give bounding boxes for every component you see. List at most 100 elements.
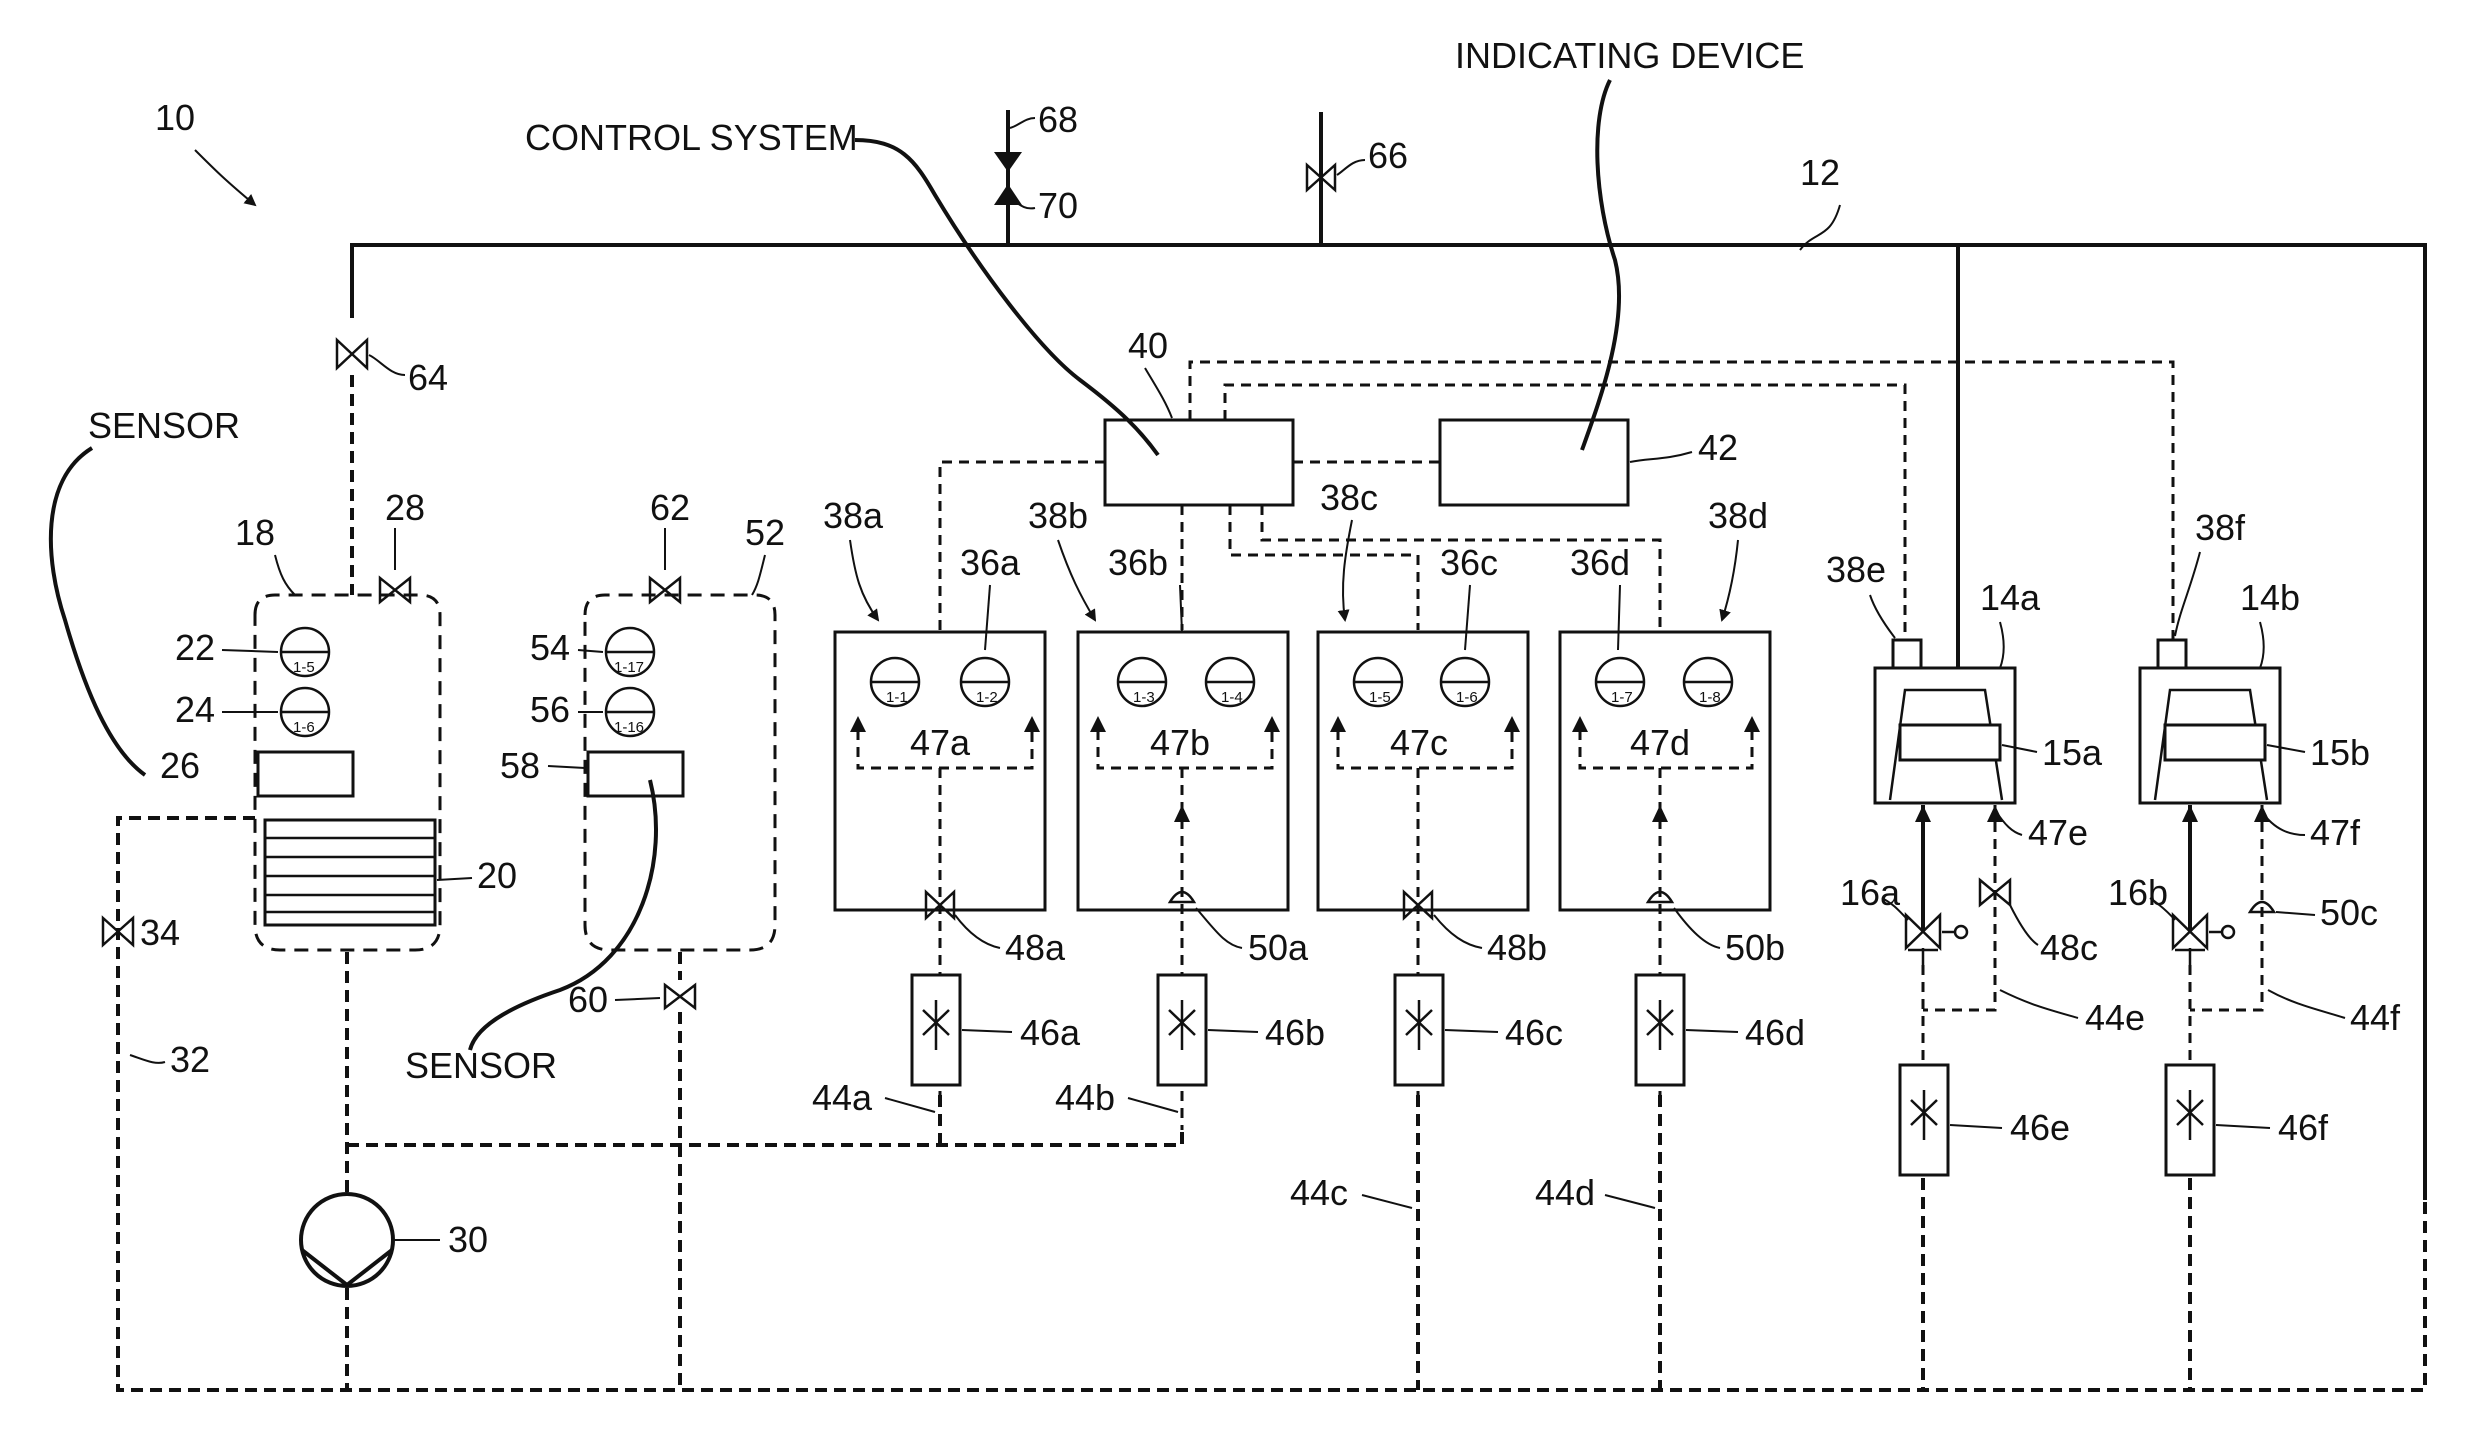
label-46c: 46c	[1505, 1012, 1563, 1053]
label-47c: 47c	[1390, 722, 1448, 763]
control-unit-40: 40	[1105, 325, 1293, 505]
label-44d: 44d	[1535, 1172, 1595, 1213]
label-50c: 50c	[2320, 892, 2378, 933]
gauge-56-tag: 1-16	[614, 719, 644, 736]
label-36a: 36a	[960, 542, 1021, 583]
gauge-4-tag: 1-4	[1221, 689, 1243, 706]
label-66: 66	[1368, 135, 1408, 176]
label-62: 62	[650, 487, 690, 528]
callout-control-system: CONTROL SYSTEM	[525, 117, 1158, 455]
label-40: 40	[1128, 325, 1168, 366]
label-38c: 38c	[1320, 477, 1378, 518]
label-48c: 48c	[2040, 927, 2098, 968]
label-24: 24	[175, 689, 215, 730]
gauge-1-tag: 1-1	[886, 689, 908, 706]
label-68: 68	[1038, 99, 1078, 140]
valve-68-70[interactable]: 68 70	[994, 99, 1078, 245]
label-16a: 16a	[1840, 872, 1901, 913]
label-36d: 36d	[1570, 542, 1630, 583]
label-58: 58	[500, 745, 540, 786]
gauge-7-tag: 1-7	[1611, 689, 1633, 706]
gauge-8-tag: 1-8	[1699, 689, 1721, 706]
label-48b: 48b	[1487, 927, 1547, 968]
label-54: 54	[530, 627, 570, 668]
label-52: 52	[745, 512, 785, 553]
unit-14b: 38f 14b 15b 47f 16b 46f 50c 44f	[2108, 507, 2401, 1175]
label-47d: 47d	[1630, 722, 1690, 763]
tank-52: 52 62 1-17 1-16 54 56 58 60	[500, 487, 785, 1020]
label-44f: 44f	[2350, 997, 2401, 1038]
label-38f: 38f	[2195, 507, 2246, 548]
sensor-callout-curve-2	[470, 780, 656, 1050]
figure-arrow	[195, 150, 255, 205]
label-12: 12	[1800, 152, 1840, 193]
figure-reference: 10	[155, 97, 255, 205]
indicating-device-curve	[1582, 80, 1619, 450]
gauge-54-tag: 1-17	[614, 659, 644, 676]
tank-18: 18 28 1-5 1-6 22 24 26 20	[160, 487, 517, 950]
label-26: 26	[160, 745, 200, 786]
label-38b: 38b	[1028, 495, 1088, 536]
control-system-text: CONTROL SYSTEM	[525, 117, 858, 158]
control-box-40	[1105, 420, 1293, 505]
gauge-6-tag: 1-6	[1456, 689, 1478, 706]
label-64: 64	[408, 357, 448, 398]
label-70: 70	[1038, 185, 1078, 226]
label-15b: 15b	[2310, 732, 2370, 773]
sensor-callout-bottom: SENSOR	[405, 780, 656, 1086]
label-38d: 38d	[1708, 495, 1768, 536]
label-46d: 46d	[1745, 1012, 1805, 1053]
gauge-5-tag: 1-5	[1369, 689, 1391, 706]
gauge-3-tag: 1-3	[1133, 689, 1155, 706]
label-30: 30	[448, 1219, 488, 1260]
label-15a: 15a	[2042, 732, 2103, 773]
label-18: 18	[235, 512, 275, 553]
label-47a: 47a	[910, 722, 971, 763]
valve-60	[665, 985, 695, 1008]
valve-66[interactable]: 66	[1307, 112, 1408, 245]
label-16b: 16b	[2108, 872, 2168, 913]
label-44b: 44b	[1055, 1077, 1115, 1118]
label-50b: 50b	[1725, 927, 1785, 968]
label-47b: 47b	[1150, 722, 1210, 763]
label-46b: 46b	[1265, 1012, 1325, 1053]
label-47e: 47e	[2028, 812, 2088, 853]
label-14b: 14b	[2240, 577, 2300, 618]
label-46e: 46e	[2010, 1107, 2070, 1148]
label-50a: 50a	[1248, 927, 1309, 968]
label-46a: 46a	[1020, 1012, 1081, 1053]
sensor-58-box	[588, 752, 683, 796]
label-34: 34	[140, 912, 180, 953]
valve-48c	[1980, 880, 2010, 905]
label-38a: 38a	[823, 495, 884, 536]
indicating-device-text: INDICATING DEVICE	[1455, 35, 1804, 76]
unit-14a: 38e 14a 15a 47e 16a 46e 48c 44e	[1826, 549, 2145, 1175]
valve-34	[103, 918, 133, 945]
unit-38d: 38d 36d 1-7 1-8 47d 50b 46d 44d	[1535, 495, 1805, 1213]
gauge-2-tag: 1-2	[976, 689, 998, 706]
pump-30: 30	[301, 1194, 488, 1286]
label-44a: 44a	[812, 1077, 873, 1118]
valve-62	[650, 578, 680, 602]
label-38e: 38e	[1826, 549, 1886, 590]
coil-20	[265, 820, 435, 925]
unit-38c: 38c 36c 1-5 1-6 47c 48b 46c 44c	[1290, 477, 1563, 1213]
label-36b: 36b	[1108, 542, 1168, 583]
label-48a: 48a	[1005, 927, 1066, 968]
label-14a: 14a	[1980, 577, 2041, 618]
indicator-box-42	[1440, 420, 1628, 505]
label-46f: 46f	[2278, 1107, 2329, 1148]
unit-38a: 38a 36a 1-1 1-2 47a 48a 46a 44a	[812, 495, 1081, 1118]
label-32: 32	[170, 1039, 210, 1080]
figure-number: 10	[155, 97, 195, 138]
label-36c: 36c	[1440, 542, 1498, 583]
label-44c: 44c	[1290, 1172, 1348, 1213]
callout-indicating-device: INDICATING DEVICE	[1455, 35, 1804, 450]
sensor-callout-text-2: SENSOR	[405, 1045, 557, 1086]
label-56: 56	[530, 689, 570, 730]
sensor-callout-text-1: SENSOR	[88, 405, 240, 446]
valve-64[interactable]: 64	[337, 340, 448, 595]
sensor-callout-curve-1	[51, 448, 145, 775]
gauge-22-tag: 1-5	[293, 659, 315, 676]
